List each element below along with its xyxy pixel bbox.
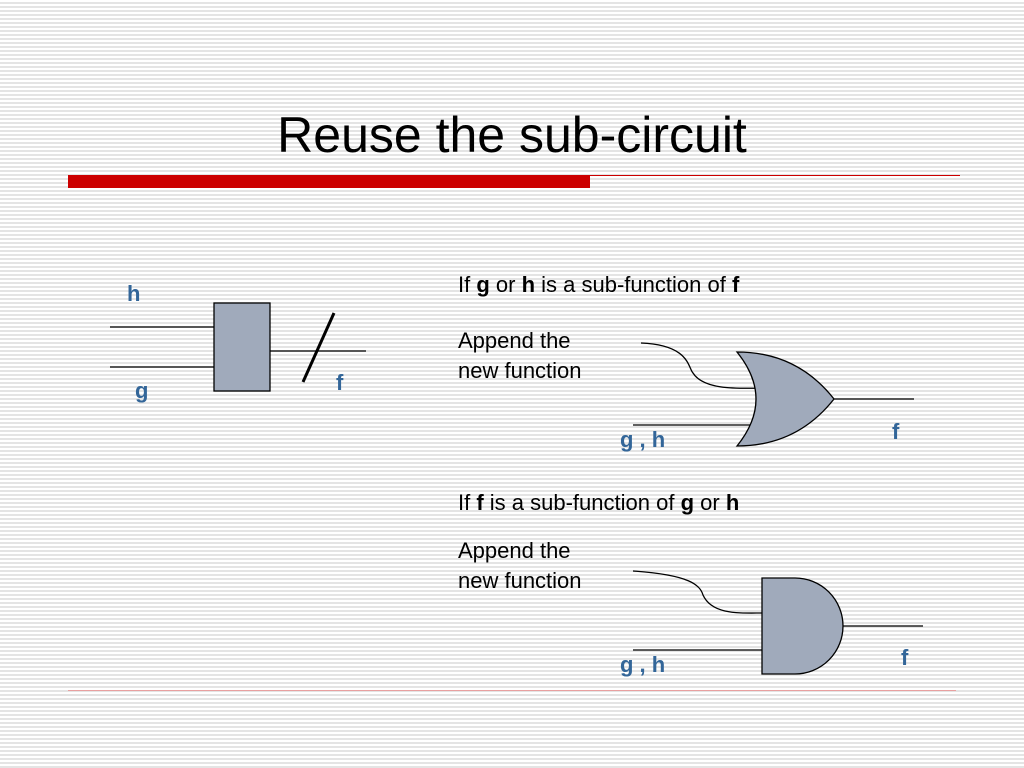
- cut-mark: [301, 312, 336, 383]
- footer-rule: [68, 690, 956, 691]
- case1-append-line2: new function: [458, 358, 582, 383]
- subcircuit-block-diagram: [110, 302, 366, 392]
- case1-output-label: f: [892, 419, 900, 444]
- and-gate: [761, 577, 844, 675]
- label-h: h: [127, 281, 141, 306]
- subcircuit-block: [213, 302, 271, 392]
- and-gate-diagram: [632, 570, 923, 675]
- title-underline-thin: [590, 175, 960, 176]
- slide-title: Reuse the sub-circuit: [277, 107, 747, 163]
- or-gate-diagram: [633, 342, 914, 447]
- case2-append-line1: Append the: [458, 538, 571, 563]
- case2-append-line2: new function: [458, 568, 582, 593]
- title-underline-bar: [68, 175, 590, 188]
- new-input-curve-2: [632, 570, 763, 614]
- case2-output-label: f: [901, 645, 909, 670]
- case1-append-line1: Append the: [458, 328, 571, 353]
- or-gate: [735, 351, 835, 447]
- case2-inputs-label: g , h: [620, 652, 666, 677]
- label-f-output: f: [336, 370, 344, 395]
- case2-condition: If f is a sub-function of g or h: [458, 490, 740, 515]
- label-g: g: [135, 378, 149, 403]
- new-input-curve: [640, 342, 774, 390]
- case1-condition: If g or h is a sub-function of f: [458, 272, 740, 297]
- case1-inputs-label: g , h: [620, 427, 666, 452]
